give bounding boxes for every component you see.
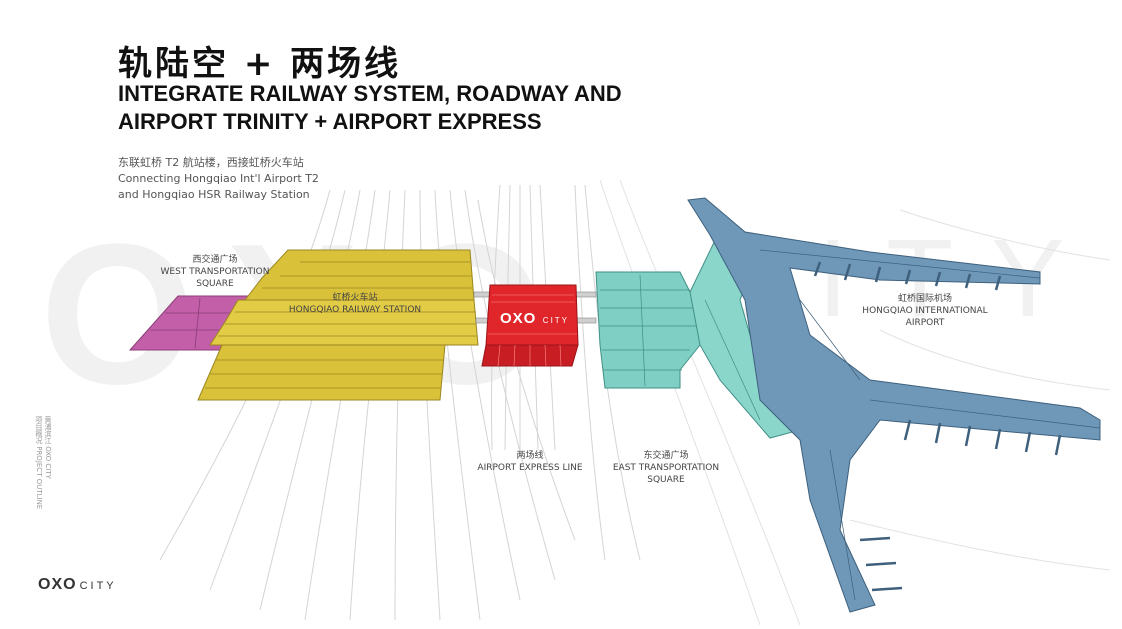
- label-express-cn: 两场线: [516, 451, 544, 461]
- railway-station: [197, 249, 479, 401]
- oxo-badge-sub: CITY: [542, 316, 570, 325]
- label-west-en1: WEST TRANSPORTATION: [160, 267, 270, 277]
- page-title-en: INTEGRATE RAILWAY SYSTEM, ROADWAY AND AI…: [118, 80, 638, 136]
- label-west-cn: 西交通广场: [192, 255, 238, 265]
- label-railway-station: 虹桥火车站 HONGQIAO RAILWAY STATION: [275, 292, 435, 316]
- label-east-en1: EAST TRANSPORTATION: [612, 463, 720, 473]
- label-east-square: 东交通广场 EAST TRANSPORTATION SQUARE: [608, 450, 724, 486]
- subtitle-line3: and Hongqiao HSR Railway Station: [118, 188, 310, 201]
- subtitle: 东联虹桥 T2 航站楼，西接虹桥火车站 Connecting Hongqiao …: [118, 155, 319, 203]
- page-title-en-line1: INTEGRATE RAILWAY SYSTEM, ROADWAY AND: [118, 81, 622, 106]
- label-west-square: 西交通广场 WEST TRANSPORTATION SQUARE: [155, 254, 275, 290]
- label-station-en: HONGQIAO RAILWAY STATION: [288, 305, 422, 315]
- label-east-cn: 东交通广场: [643, 451, 689, 461]
- oxo-badge: OXO CITY: [500, 310, 569, 328]
- side-vertical-text: 黄浦滨江 OXO CITY 项目概况 PROJECT OUTLINE: [34, 416, 52, 509]
- oxo-badge-main: OXO: [500, 310, 537, 327]
- logo-main: OXO: [38, 576, 77, 593]
- label-east-en2: SQUARE: [647, 475, 685, 485]
- label-airport-cn: 虹桥国际机场: [897, 294, 952, 304]
- oxo-block: [481, 284, 579, 367]
- side-text-line1: 黄浦滨江 OXO CITY: [44, 416, 52, 479]
- side-text-line2: 项目概况 PROJECT OUTLINE: [35, 416, 43, 510]
- page-title-en-line2: AIRPORT TRINITY + AIRPORT EXPRESS: [118, 109, 542, 134]
- label-station-cn: 虹桥火车站: [332, 293, 378, 303]
- page-title-cn: 轨陆空 + 两场线: [118, 44, 402, 84]
- label-airport-en: HONGQIAO INTERNATIONAL AIRPORT: [862, 306, 988, 328]
- subtitle-line1: 东联虹桥 T2 航站楼，西接虹桥火车站: [118, 156, 304, 169]
- subtitle-line2: Connecting Hongqiao Int'l Airport T2: [118, 172, 319, 185]
- label-west-en2: SQUARE: [196, 279, 234, 289]
- label-airport-express: 两场线 AIRPORT EXPRESS LINE: [475, 450, 585, 474]
- logo-sub: CITY: [79, 580, 117, 592]
- label-express-en: AIRPORT EXPRESS LINE: [477, 463, 583, 473]
- airport-terminal: [687, 197, 1101, 613]
- east-square: [595, 229, 801, 439]
- label-airport: 虹桥国际机场 HONGQIAO INTERNATIONAL AIRPORT: [855, 293, 995, 329]
